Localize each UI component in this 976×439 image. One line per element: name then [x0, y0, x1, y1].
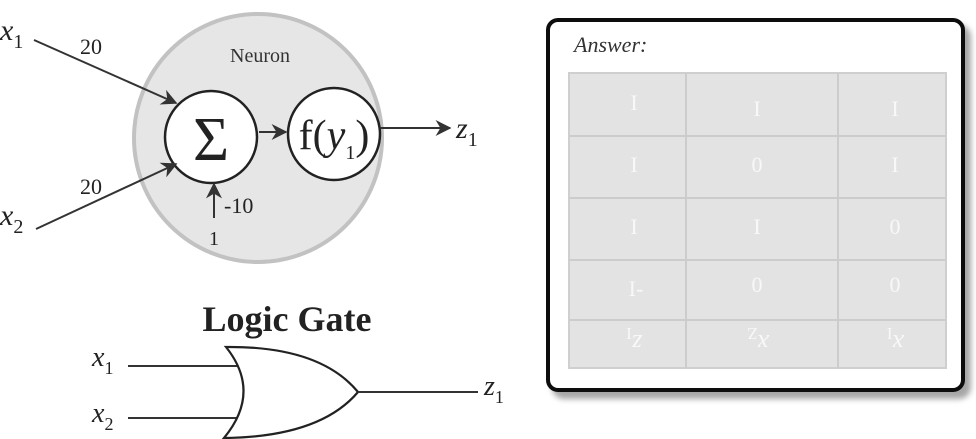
- activation-node: [286, 86, 382, 182]
- bias-weight: -10: [224, 193, 253, 218]
- table-header-z1: zI: [626, 324, 643, 358]
- table-cell: I: [630, 214, 637, 239]
- table-cell: 0: [752, 152, 763, 177]
- answer-box: Answer: I I I I 0 I I I 0 I- 0 0: [546, 18, 965, 392]
- logic-gate-diagram: Logic Gate x1 x2 z1: [91, 299, 504, 439]
- logic-gate-title: Logic Gate: [203, 299, 372, 339]
- table-header-x2: xZ: [747, 324, 770, 358]
- weight-x2: 20: [80, 174, 102, 199]
- table-cell: I: [891, 152, 898, 177]
- table-cell: I-: [629, 276, 644, 301]
- table-header-text: xZ: [747, 324, 770, 358]
- table-header-text: xI: [886, 324, 905, 358]
- input-arrow-x1: [33, 39, 178, 105]
- gate-input-x2: x2: [91, 398, 113, 434]
- table-cell: I: [630, 90, 637, 115]
- gate-output-z1: z1: [483, 371, 504, 407]
- neuron-input-x2: x2: [0, 199, 23, 238]
- table-cell: I: [753, 96, 760, 121]
- activation-label: f(y1): [299, 113, 370, 164]
- gate-input-x1: x1: [91, 342, 113, 378]
- or-gate-shape: [221, 345, 360, 439]
- neuron-diagram: Neuron Σ f(y1) x1 20 x2 20 -10 1 z1: [0, 12, 478, 264]
- weight-x1: 20: [80, 34, 102, 59]
- input-arrow-x2: [35, 162, 178, 230]
- table-cell: I: [753, 214, 760, 239]
- neuron-output-z1: z1: [455, 112, 478, 151]
- answer-label: Answer:: [572, 32, 647, 57]
- bias-input: 1: [209, 228, 219, 250]
- neuron-title: Neuron: [230, 45, 290, 67]
- table-header-x1: xI: [886, 324, 905, 358]
- table-cell: 0: [890, 214, 901, 239]
- table-cell: 0: [752, 272, 763, 297]
- answer-table: I I I I 0 I I I 0 I- 0 0 xI xZ zI: [568, 72, 947, 369]
- sum-symbol: Σ: [193, 106, 229, 174]
- table-cell: I: [891, 96, 898, 121]
- table-header-text: zI: [626, 324, 643, 358]
- table-cell: 0: [890, 272, 901, 297]
- table-cell: I: [630, 152, 637, 177]
- neuron-input-x1: x1: [0, 14, 23, 53]
- answer-table-background: [568, 72, 947, 369]
